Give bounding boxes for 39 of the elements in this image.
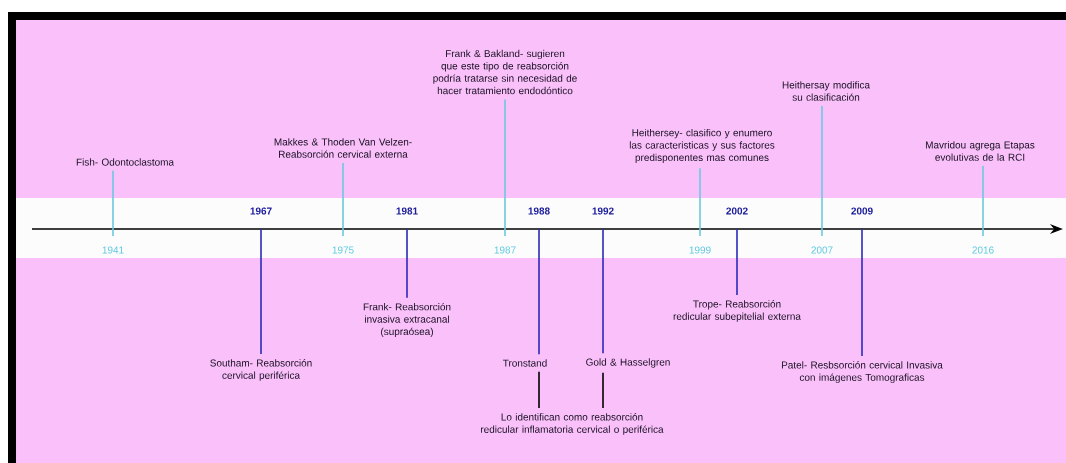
event-text: Makkes & Thoden Van Velzen- Reabsorción cervical externa	[274, 138, 412, 158]
event-text: Southam- Reabsorción cervical periférica	[210, 359, 312, 381]
leader-line	[504, 98, 506, 237]
year-label: 2016	[972, 246, 994, 254]
leader-line	[602, 372, 604, 409]
leader-line	[538, 228, 540, 355]
year-label: 1987	[494, 246, 516, 254]
year-label: 2009	[851, 207, 873, 215]
year-label: 1941	[102, 246, 124, 254]
leader-line	[406, 228, 408, 299]
leader-line	[342, 162, 344, 237]
event-text: Mavridou agrega Etapas evolutivas de la RCI	[926, 141, 1035, 161]
event-text: Patel- Resbsorción cervical Invasiva con imágenes Tomograficas	[782, 361, 943, 383]
event-text: Lo identifican como reabsorción redicular inflamatoria cervical o periférica	[481, 413, 664, 435]
leader-line	[736, 228, 738, 296]
event-text: Frank- Reabsorción invasiva extracanal (supraósea)	[363, 302, 451, 338]
leader-line	[260, 228, 262, 355]
year-label: 1988	[528, 207, 550, 215]
event-text: Tronstand	[503, 359, 547, 367]
leader-line	[861, 228, 863, 357]
leader-line	[982, 165, 984, 237]
year-label: 1992	[592, 207, 614, 215]
year-label: 1981	[396, 207, 418, 215]
year-label: 1975	[332, 246, 354, 254]
event-text: Trope- Reabsorción redicular subepitelial externa	[673, 300, 801, 322]
event-text: Heithersey- clasifico y enumero las caracteristicas y sus factores predisponentes mas comunes	[629, 129, 775, 163]
year-label: 1967	[250, 207, 272, 215]
year-label: 2002	[726, 207, 748, 215]
event-text: Heithersay modifica su clasificación	[782, 81, 870, 101]
leader-line	[538, 371, 540, 409]
event-text: Gold & Hasselgren	[586, 358, 670, 368]
year-label: 2007	[811, 246, 833, 254]
year-label: 1999	[689, 246, 711, 254]
leader-line	[112, 170, 114, 237]
event-text: Fish- Odontoclastoma	[76, 158, 174, 166]
leader-line	[699, 167, 701, 237]
leader-line	[821, 105, 823, 237]
event-text: Frank & Bakland- sugieren que este tipo de reabsorción podría tratarse sin necesidad de hacer tratamiento endodóntico	[433, 49, 577, 95]
leader-line	[602, 228, 604, 354]
